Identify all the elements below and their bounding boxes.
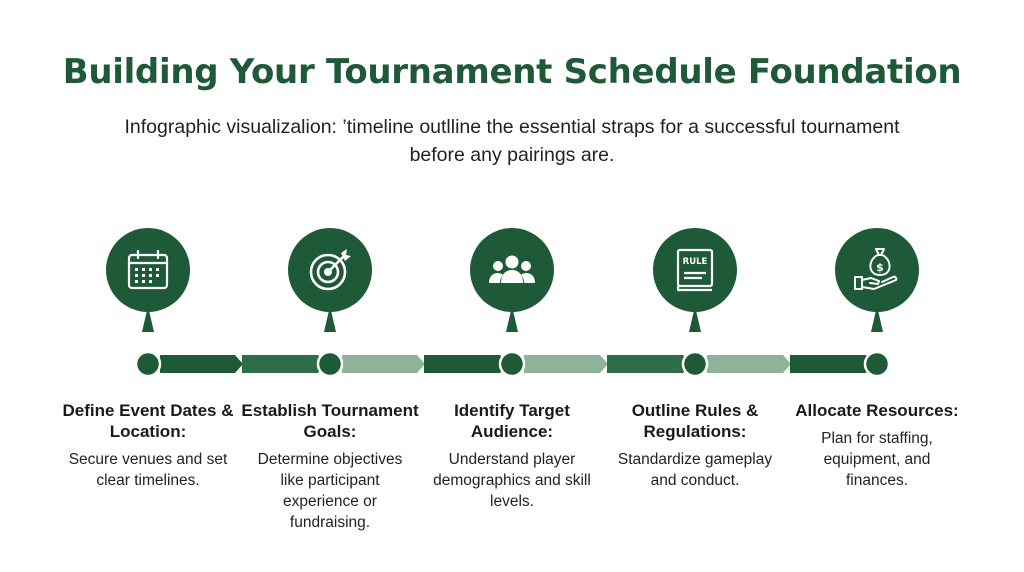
step-4-description: Standardize gameplay and conduct.: [617, 451, 773, 489]
step-5-description: Plan for staffing, equipment, and financ…: [821, 430, 933, 489]
timeline-segment-8: [790, 355, 874, 373]
step-1-description: Secure venues and set clear timelines.: [68, 451, 228, 489]
timeline-node-4: [681, 350, 709, 378]
timeline-segment-5: [524, 355, 608, 373]
step-1-marker: [106, 228, 190, 348]
people-icon: [489, 255, 535, 283]
page-title: Building Your Tournament Schedule Founda…: [62, 52, 962, 92]
step-1-heading: Define Event Dates & Location:: [62, 401, 234, 441]
step-3-description: Understand player demographics and skill…: [433, 451, 591, 510]
timeline-segment-1: [160, 355, 243, 373]
page-subtitle: Infographic visualizalion: ’timeline out…: [124, 116, 900, 166]
step-5-heading: Allocate Resources:: [795, 401, 959, 420]
timeline-node-5: [863, 350, 891, 378]
timeline-node-1: [134, 350, 162, 378]
step-3-marker: [470, 228, 554, 348]
step-4-marker: RULE: [653, 228, 737, 348]
target-icon: [309, 249, 351, 291]
timeline-segment-2: [242, 355, 326, 373]
step-2-marker: [288, 228, 372, 348]
rulebook-icon: RULE: [676, 248, 714, 292]
timeline-node-3: [498, 350, 526, 378]
money-bag-icon-label: $: [876, 261, 884, 274]
step-5-marker: $: [835, 228, 919, 348]
timeline-segment-6: [607, 355, 691, 373]
calendar-icon: [127, 249, 169, 290]
rulebook-icon-label: RULE: [683, 257, 708, 267]
step-3-heading: Identify Target Audience:: [454, 401, 570, 441]
step-4-heading: Outline Rules & Regulations:: [631, 401, 759, 441]
timeline-segment-4: [424, 355, 508, 373]
timeline-segments: [160, 355, 874, 373]
timeline-node-2: [316, 350, 344, 378]
money-bag-hand-icon: $: [854, 248, 898, 290]
step-2-description: Determine objectives like participant ex…: [257, 451, 403, 531]
timeline-bar: [134, 350, 891, 378]
timeline-segment-7: [707, 355, 791, 373]
step-2-heading: Establish Tournament Goals:: [241, 401, 419, 441]
timeline-segment-3: [342, 355, 425, 373]
